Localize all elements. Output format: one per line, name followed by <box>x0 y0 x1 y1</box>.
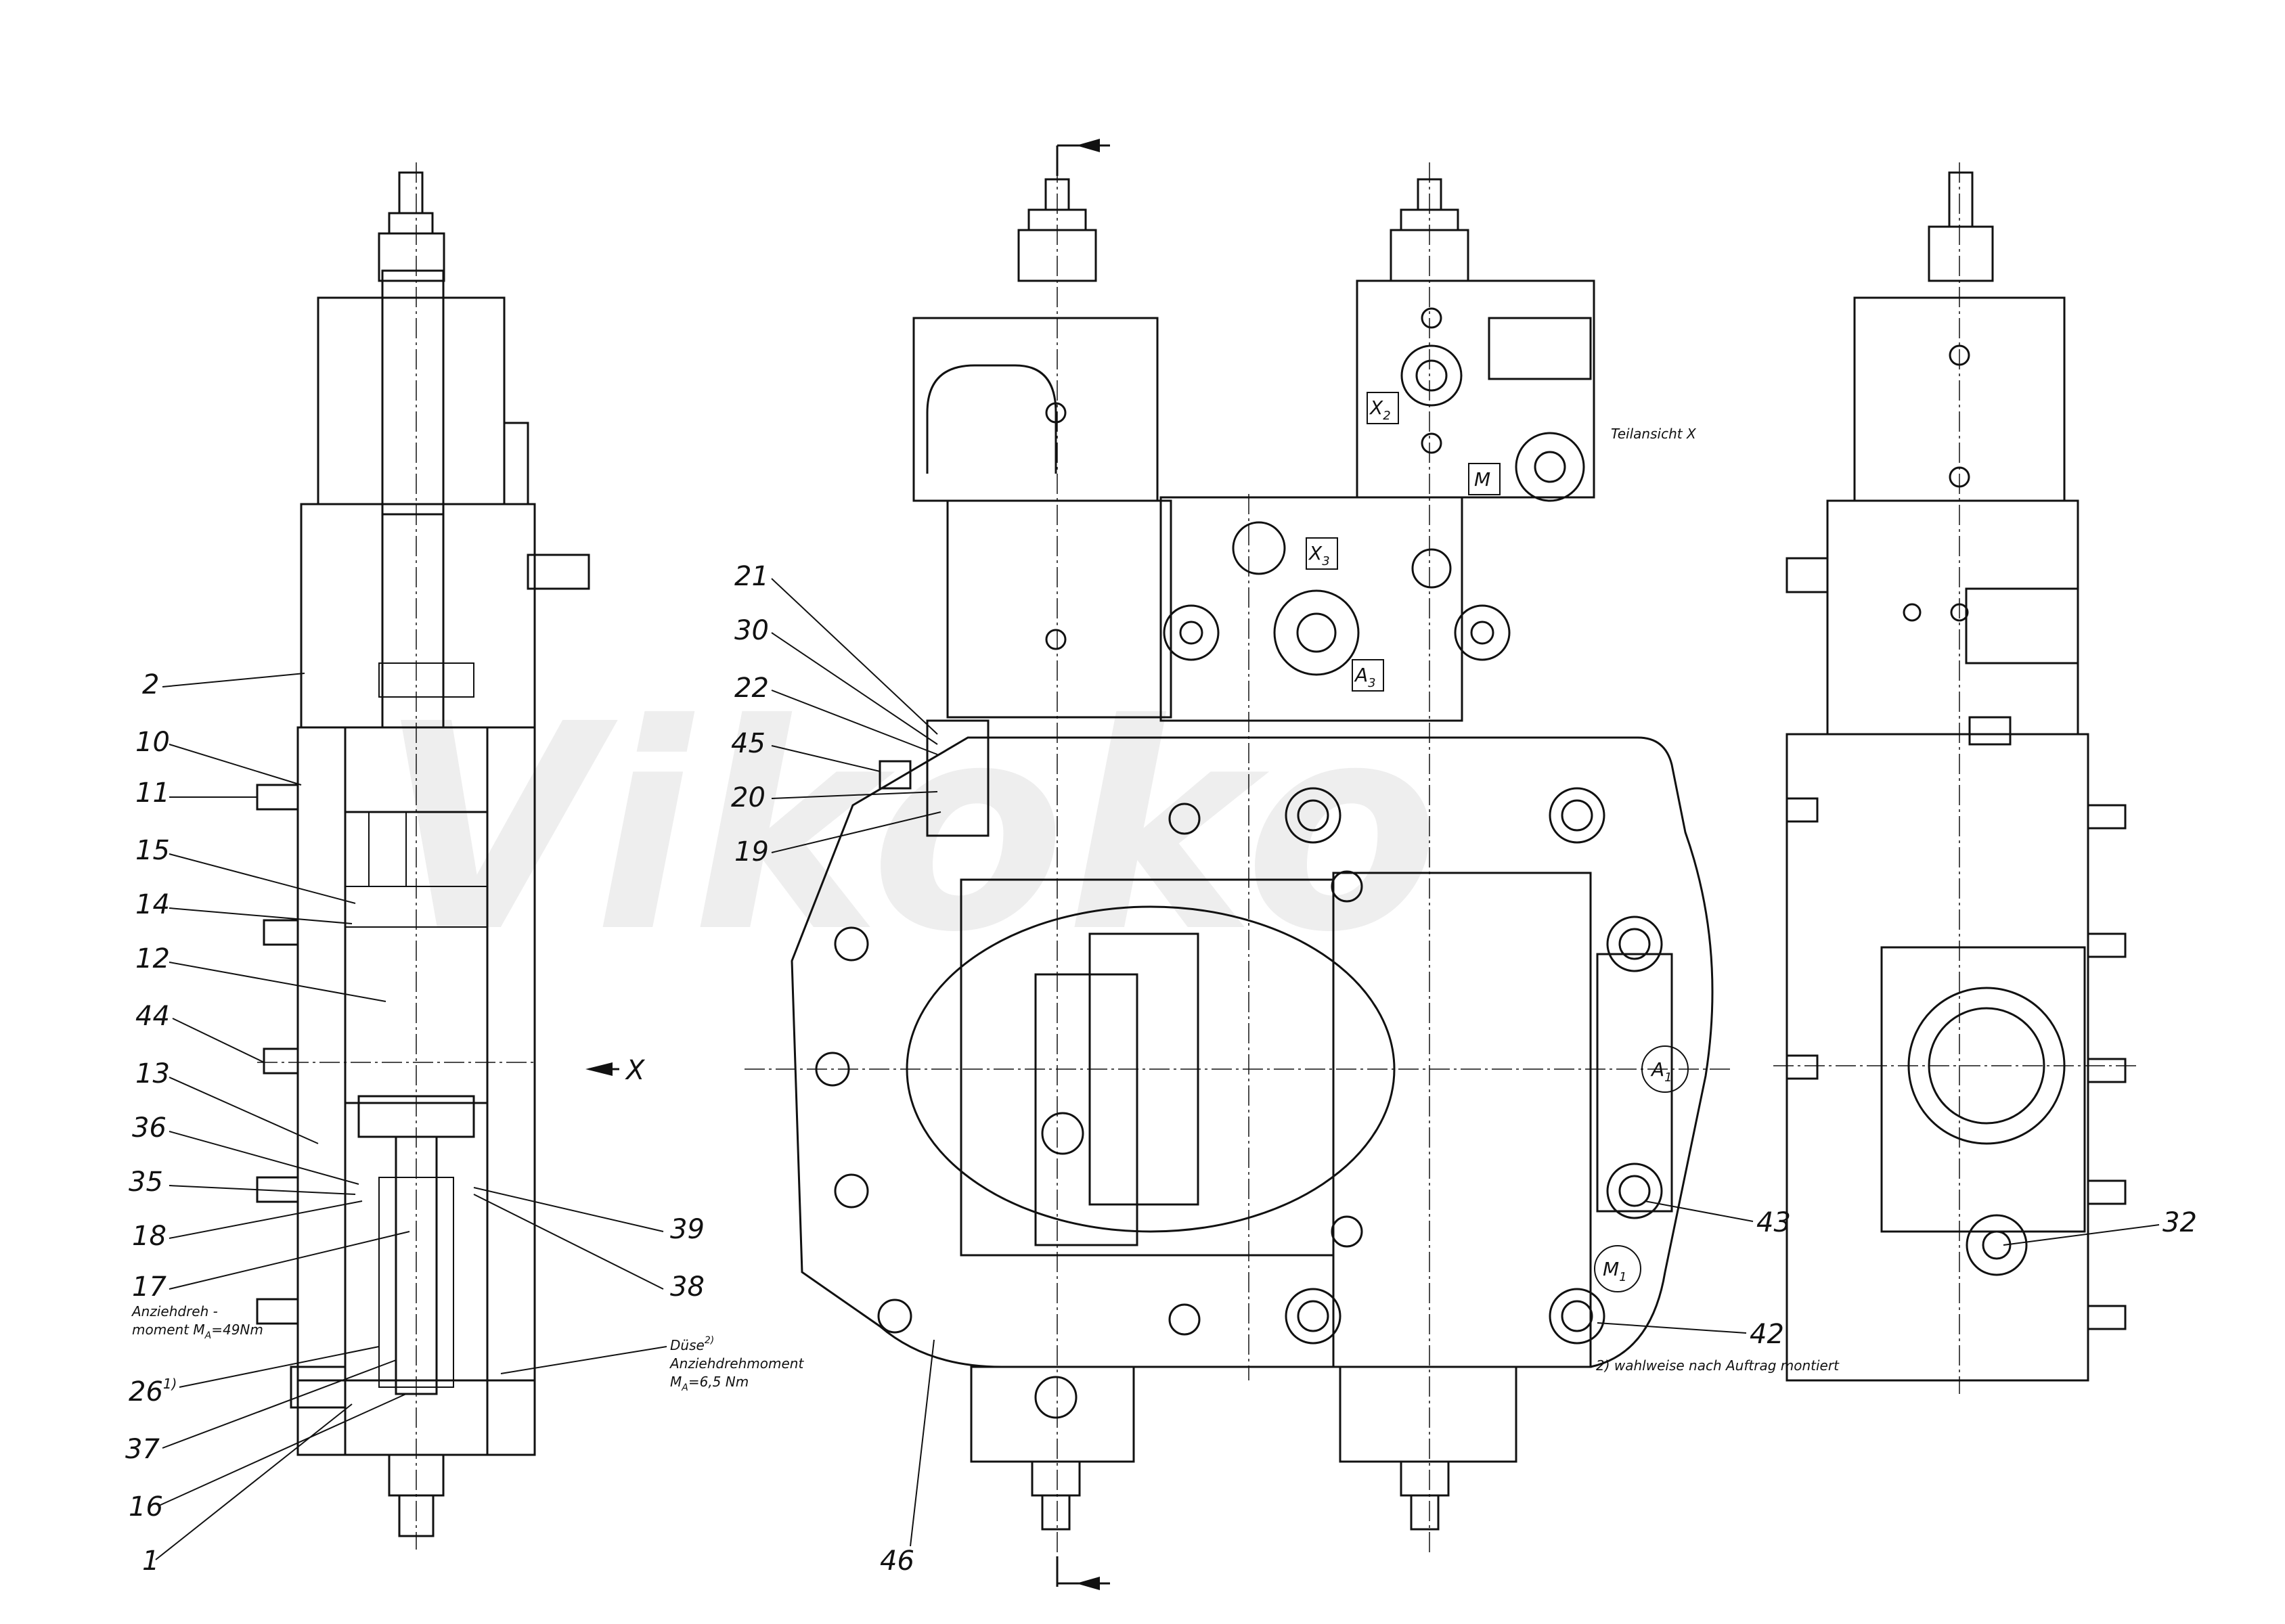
nozzle-note-line2: Anziehdrehmoment <box>669 1355 804 1372</box>
torque-note-17-sub: A <box>204 1330 212 1341</box>
port-a3-main: A <box>1354 664 1368 686</box>
nozzle-note-title: Düse <box>670 1337 705 1353</box>
callout-38: 38 <box>670 1271 705 1303</box>
port-labels: X2 M X3 A3 A1 M1 Teilansicht X <box>1306 392 1697 1292</box>
torque-note-17-value: =49Nm <box>211 1322 263 1338</box>
callout-32: 32 <box>2162 1207 2197 1238</box>
callout-26: 261) <box>129 1376 177 1407</box>
callout-26-num: 26 <box>129 1376 163 1407</box>
port-a3-sub: 3 <box>1368 676 1375 690</box>
callout-1: 1 <box>142 1546 159 1577</box>
callout-36: 36 <box>132 1112 167 1144</box>
nozzle-note-line3: MA=6,5 Nm <box>670 1374 749 1393</box>
callout-37: 37 <box>125 1434 160 1465</box>
callout-19: 19 <box>734 836 769 867</box>
callout-21: 21 <box>734 561 769 592</box>
callout-2: 2 <box>142 669 159 700</box>
nozzle-note-title-line: Düse2) <box>670 1335 714 1353</box>
callout-15: 15 <box>135 835 170 866</box>
left-section-view <box>256 162 590 1550</box>
port-box-m <box>1468 463 1501 495</box>
port-x2-main: X <box>1369 397 1383 419</box>
port-a1-main: A <box>1650 1058 1664 1081</box>
port-m1-main: M <box>1603 1258 1619 1280</box>
callout-16: 16 <box>129 1491 163 1522</box>
right-side-view <box>1773 162 2139 1394</box>
callout-10: 10 <box>135 727 170 758</box>
port-circle-a1 <box>1641 1045 1689 1093</box>
callout-13: 13 <box>135 1058 170 1089</box>
section-arrow-x: X <box>585 1055 646 1086</box>
port-m1: M1 <box>1603 1258 1627 1284</box>
callout-22: 22 <box>734 673 769 704</box>
callout-45: 45 <box>731 728 766 759</box>
callout-18: 18 <box>132 1221 167 1252</box>
port-m1-sub: 1 <box>1619 1270 1626 1284</box>
callout-17: 17 <box>132 1271 167 1303</box>
section-marker-x: X <box>625 1055 646 1086</box>
port-x3-main: X <box>1308 542 1323 564</box>
callout-42: 42 <box>1750 1319 1784 1350</box>
nozzle-note-sub: A <box>681 1382 688 1393</box>
watermark: Vikoko <box>379 664 1440 995</box>
nozzle-note-value: =6,5 Nm <box>688 1374 749 1390</box>
torque-note-17-line2: moment MA=49Nm <box>132 1322 263 1341</box>
callout-20: 20 <box>731 782 766 813</box>
port-x3: X3 <box>1308 542 1330 568</box>
port-m: M <box>1474 468 1490 491</box>
torque-note-17-moment: moment M <box>132 1322 205 1338</box>
callout-46: 46 <box>880 1546 914 1577</box>
port-box-x2 <box>1367 392 1399 424</box>
nozzle-note: Düse2) Anziehdrehmoment MA=6,5 Nm <box>500 1335 804 1393</box>
port-box-x3 <box>1306 537 1338 570</box>
nozzle-note-m: M <box>670 1374 682 1390</box>
callout-12: 12 <box>135 943 170 974</box>
left-callouts: 2 10 11 15 14 12 44 13 36 35 18 17 Anzie… <box>125 669 705 1577</box>
middle-front-view <box>745 139 1733 1590</box>
port-a1-sub: 1 <box>1664 1070 1672 1085</box>
port-a3: A3 <box>1354 664 1376 690</box>
view-label: Teilansicht X <box>1611 426 1697 442</box>
torque-note-17-line1: Anziehdreh - <box>131 1303 218 1320</box>
callout-44: 44 <box>135 1001 170 1032</box>
callout-43: 43 <box>1756 1207 1791 1238</box>
callout-26-sup: 1) <box>163 1376 177 1392</box>
callout-35: 35 <box>129 1167 163 1198</box>
nozzle-note-sup: 2) <box>705 1335 714 1346</box>
port-x2: X2 <box>1369 397 1391 423</box>
port-x2-sub: 2 <box>1383 409 1390 423</box>
footnote: 2) wahlweise nach Auftrag montiert <box>1596 1357 1840 1374</box>
port-box-a3 <box>1352 659 1384 692</box>
port-circle-m1 <box>1594 1245 1641 1292</box>
port-a1: A1 <box>1650 1058 1672 1085</box>
port-x3-sub: 3 <box>1322 554 1329 568</box>
callout-11: 11 <box>135 777 170 809</box>
callout-39: 39 <box>670 1214 705 1245</box>
middle-callouts: 21 30 22 45 20 19 46 43 42 32 2) wahlwei… <box>731 561 2197 1577</box>
callout-14: 14 <box>135 889 170 920</box>
callout-30: 30 <box>734 615 769 646</box>
